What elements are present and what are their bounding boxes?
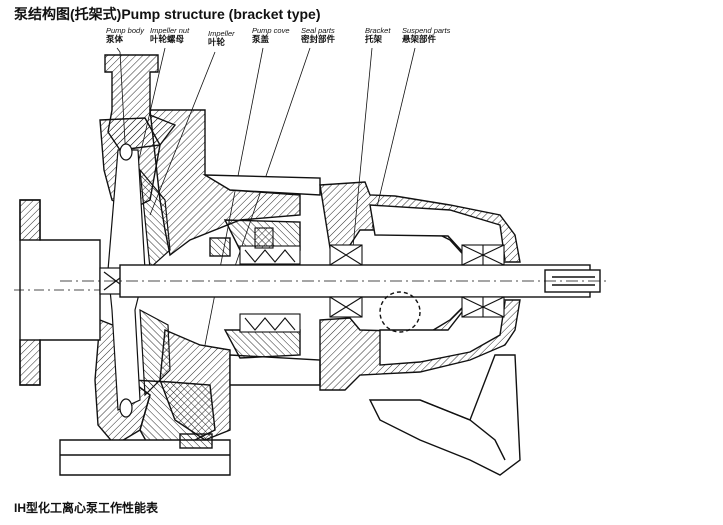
pump-cover [149,109,321,441]
caption: IH型化工离心泵工作性能表 [14,501,159,515]
inlet-flange [14,199,110,386]
shaft [60,264,610,298]
seal-parts [239,227,301,333]
diagram-title: 泵结构图(托架式)Pump structure (bracket type) [14,6,321,22]
support-stand [179,237,521,476]
bearings [329,244,505,318]
